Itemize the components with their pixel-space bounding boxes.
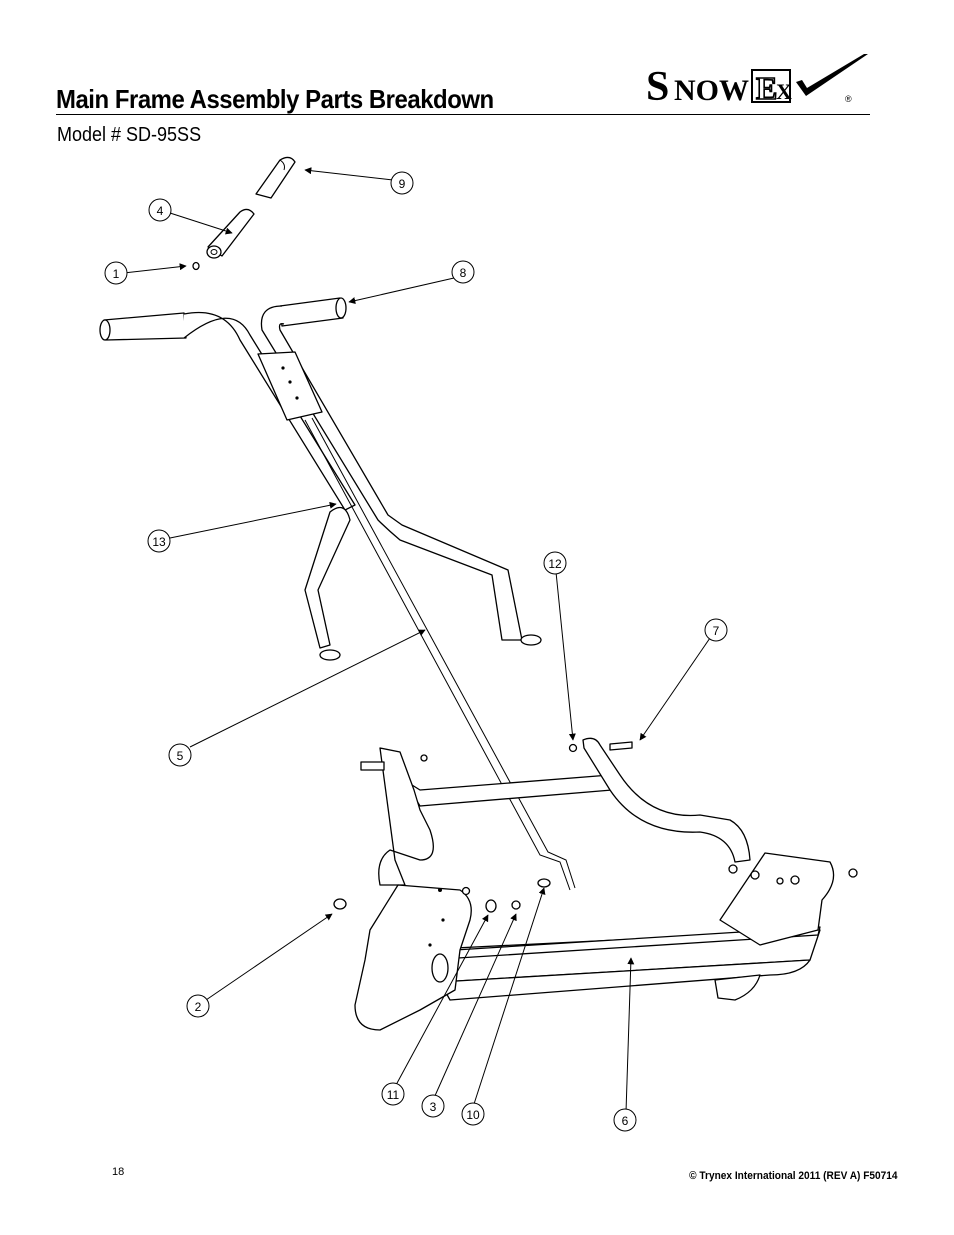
part-right-side-plate bbox=[714, 852, 835, 1001]
page-title: Main Frame Assembly Parts Breakdown bbox=[56, 84, 494, 114]
callout-3: 3 bbox=[421, 1094, 445, 1118]
callout-13: 13 bbox=[147, 529, 171, 553]
svg-text:NOW: NOW bbox=[674, 74, 749, 107]
logo-wordmark: S NOW E X ® bbox=[646, 64, 852, 110]
svg-text:13: 13 bbox=[152, 535, 166, 549]
svg-text:®: ® bbox=[845, 94, 852, 104]
svg-text:9: 9 bbox=[399, 177, 406, 191]
callout-12: 12 bbox=[543, 551, 567, 575]
callout-9: 9 bbox=[390, 171, 414, 195]
callout-10: 10 bbox=[461, 1102, 485, 1126]
part-frame bbox=[378, 737, 751, 886]
svg-text:E: E bbox=[756, 70, 777, 106]
model-number: Model # SD-95SS bbox=[57, 124, 202, 146]
callouts: 1 2 3 4 5 6 7 8 bbox=[104, 171, 728, 1132]
part-control-rod bbox=[304, 417, 576, 891]
part-pivot-sleeve bbox=[206, 208, 255, 259]
svg-text:10: 10 bbox=[466, 1108, 480, 1122]
part-upper-handle bbox=[99, 297, 542, 646]
part-blade bbox=[439, 926, 821, 1001]
callout-6: 6 bbox=[613, 1108, 637, 1132]
svg-text:S: S bbox=[646, 64, 669, 110]
svg-text:5: 5 bbox=[177, 749, 184, 763]
callout-8: 8 bbox=[451, 260, 475, 284]
callout-11: 11 bbox=[381, 1082, 405, 1106]
callout-2: 2 bbox=[186, 994, 210, 1018]
part-hardware bbox=[333, 741, 858, 913]
snowex-logo: S NOW E X ® bbox=[646, 54, 868, 110]
callout-4: 4 bbox=[148, 198, 172, 222]
svg-text:12: 12 bbox=[548, 557, 562, 571]
svg-text:6: 6 bbox=[622, 1114, 629, 1128]
part-left-side-plate bbox=[354, 884, 472, 1031]
page-number: 18 bbox=[112, 1166, 125, 1178]
title-rule bbox=[56, 114, 870, 115]
svg-text:X: X bbox=[776, 79, 792, 104]
svg-text:8: 8 bbox=[460, 266, 467, 280]
leader-lines bbox=[123, 167, 711, 1113]
callout-5: 5 bbox=[168, 743, 192, 767]
copyright-notice: © Trynex International 2011 (REV A) F507… bbox=[689, 1170, 898, 1182]
svg-text:4: 4 bbox=[157, 204, 164, 218]
svg-text:2: 2 bbox=[195, 1000, 202, 1014]
checkmark-icon bbox=[796, 54, 868, 96]
svg-text:7: 7 bbox=[713, 624, 720, 638]
callout-1: 1 bbox=[104, 261, 128, 285]
svg-text:11: 11 bbox=[387, 1088, 400, 1102]
svg-text:1: 1 bbox=[113, 267, 120, 281]
part-handle-cap bbox=[255, 156, 296, 199]
svg-text:3: 3 bbox=[430, 1100, 437, 1114]
callout-7: 7 bbox=[704, 618, 728, 642]
part-set-screw bbox=[192, 261, 200, 271]
part-lower-handle bbox=[304, 506, 351, 661]
